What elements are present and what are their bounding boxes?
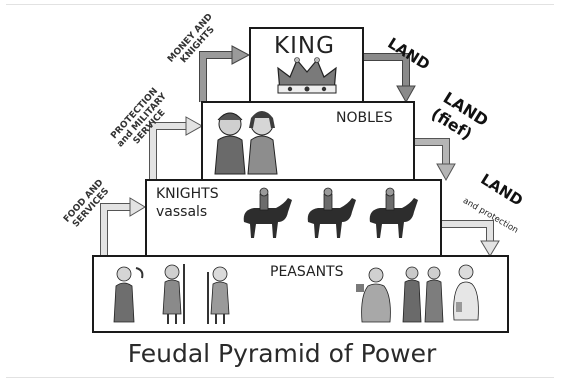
knights-label: KNIGHTS: [156, 186, 219, 202]
peasant-figure-icon: [424, 266, 444, 323]
up-arrow-food: [100, 197, 146, 260]
down-arrow-land-3: [442, 220, 500, 257]
knight-on-horse-icon: [307, 187, 356, 238]
down-arrow-land-2: [413, 138, 456, 182]
peasant-figure-icon: [453, 264, 479, 321]
peasant-figure-icon: [402, 266, 422, 323]
nobles-label: NOBLES: [336, 110, 393, 126]
peasant-figure-icon: [356, 267, 391, 323]
up-arrow-protection: [149, 116, 204, 181]
king-label: KING: [274, 33, 335, 59]
peasant-figure-icon: [207, 266, 230, 324]
peasant-figure-icon: [162, 264, 185, 324]
crown-icon: [277, 57, 337, 94]
peasant-figure-icon: [113, 266, 144, 323]
vassals-label: vassals: [156, 204, 208, 220]
knight-on-horse-icon: [369, 187, 418, 238]
peasants-label: PEASANTS: [270, 264, 344, 280]
up-arrow-money: [199, 45, 251, 102]
knight-on-horse-icon: [243, 187, 292, 238]
down-arrow-land-1: [362, 53, 416, 104]
noble-couple-icon: [214, 111, 278, 175]
diagram-caption: Feudal Pyramid of Power: [127, 339, 437, 368]
